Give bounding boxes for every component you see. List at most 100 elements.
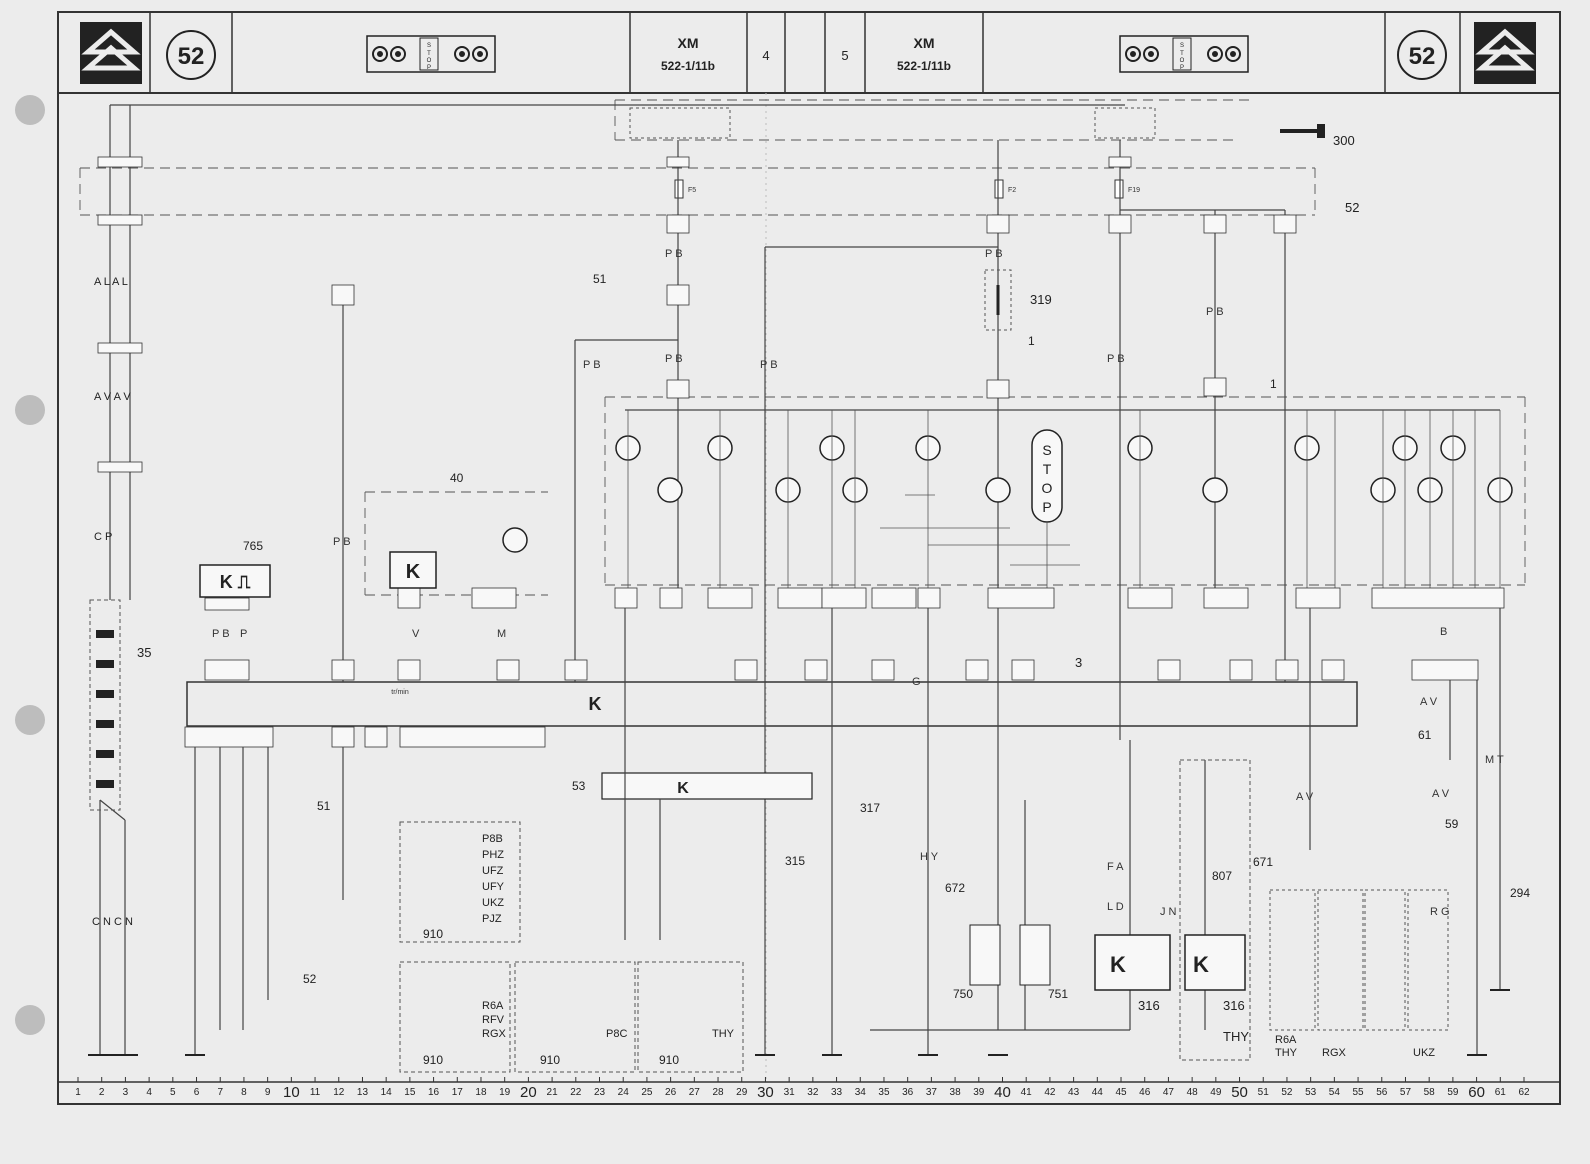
grid-number: 57	[1400, 1087, 1412, 1098]
grid-number: 22	[570, 1087, 582, 1098]
fuse-f19-label: F19	[1128, 187, 1140, 194]
rheostat-910-label-2: 910	[423, 1053, 443, 1067]
wire-code-label: M	[497, 628, 506, 640]
variant-rgx-label: RGX	[1322, 1047, 1347, 1059]
variant-r6a-label: R6A	[1275, 1034, 1297, 1046]
grid-number: 17	[452, 1087, 464, 1098]
grid-number: 48	[1187, 1087, 1199, 1098]
grid-number: 44	[1092, 1087, 1104, 1098]
stop-lamp-text-right-2: T	[1180, 51, 1184, 57]
module-53-text: K	[677, 780, 689, 797]
grid-number: 56	[1376, 1087, 1388, 1098]
left-connectors	[97, 156, 143, 473]
component-316-label-right: 316	[1223, 998, 1245, 1013]
thy-label-right: THY	[1223, 1029, 1249, 1044]
grid-number: 8	[241, 1087, 247, 1098]
wire-code-label: F A	[1107, 861, 1124, 873]
grid-number: 23	[594, 1087, 606, 1098]
wire-code-label: R G	[1430, 906, 1450, 918]
grid-number: 38	[950, 1087, 962, 1098]
component-750-label: 750	[953, 987, 973, 1001]
variant-rfv-910: RFV	[482, 1014, 505, 1026]
stop-lamp-text-right-3: O	[1180, 58, 1185, 64]
grid-number: 19	[499, 1087, 511, 1098]
component-807-label: 807	[1212, 869, 1232, 883]
stop-lamp-text-left-3: O	[427, 58, 432, 64]
grid-number: 24	[618, 1087, 630, 1098]
grid-number: 39	[973, 1087, 985, 1098]
wire-code-label: B	[1440, 626, 1447, 638]
label-1-right: 1	[1270, 377, 1277, 391]
grid-number: 31	[784, 1087, 796, 1098]
module-316-right-text: K	[1193, 952, 1209, 977]
grid-number: 30	[757, 1084, 774, 1101]
grid-number: 5	[170, 1087, 176, 1098]
connector-bar-label: K	[589, 694, 602, 714]
lower-wires	[194, 608, 1501, 1055]
grid-number: 58	[1424, 1087, 1436, 1098]
variant-p8c-910: P8C	[606, 1028, 627, 1040]
grid-number: 45	[1115, 1087, 1127, 1098]
option-frame-807	[1179, 759, 1251, 1061]
page-number-badge-left	[166, 30, 216, 80]
wire-code-label: L D	[1107, 901, 1124, 913]
wire-code-label: P	[240, 628, 247, 640]
grid-number: 10	[283, 1084, 300, 1101]
label-51-low: 51	[317, 799, 331, 813]
grid-number: 62	[1518, 1087, 1530, 1098]
variant-list-6: PJZ	[482, 913, 502, 925]
grid-number: 9	[265, 1087, 271, 1098]
wire-code-al: A L A L	[94, 276, 128, 288]
rheostat-910-label-1: 910	[423, 927, 443, 941]
wire-code-label: P B	[985, 248, 1003, 260]
brand-logo-right	[1474, 22, 1536, 84]
label-1-top: 1	[1028, 334, 1035, 348]
page-number-left: 52	[178, 43, 205, 70]
module-40-box	[389, 551, 437, 589]
stop-lamp-text-left-2: T	[427, 51, 431, 57]
wire-code-av: A V A V	[94, 391, 131, 403]
wire-code-label: G	[912, 676, 921, 688]
page-number-badge-right	[1397, 30, 1447, 80]
model-left: XM	[678, 35, 699, 51]
component-315-label: 315	[785, 854, 805, 868]
label-51-top: 51	[593, 272, 607, 286]
stop-lamp-letter-t: T	[1043, 461, 1052, 477]
stop-lamp-letter-s: S	[1042, 442, 1051, 458]
module-316-left-text: K	[1110, 952, 1126, 977]
grid-number: 21	[547, 1087, 559, 1098]
height-sensors	[969, 889, 1449, 1031]
fuses	[674, 179, 1124, 199]
wire-code-label: P B	[212, 628, 230, 640]
outer-frame	[57, 11, 1561, 1105]
wire-code-label: M T	[1485, 754, 1504, 766]
grid-number: 41	[1021, 1087, 1033, 1098]
wire-code-label: P B	[583, 359, 601, 371]
variant-list-3: UFZ	[482, 865, 504, 877]
grid-number: 54	[1329, 1087, 1341, 1098]
page-number-right: 52	[1409, 43, 1436, 70]
grid-number: 34	[855, 1087, 867, 1098]
ground-symbols	[88, 989, 1510, 1056]
grid-number: 52	[1281, 1087, 1293, 1098]
grid-number: 60	[1468, 1084, 1485, 1101]
wire-code-label: A V	[1420, 696, 1438, 708]
grid-number: 51	[1258, 1087, 1270, 1098]
punch-holes	[15, 95, 45, 1035]
grid-number: 20	[520, 1084, 537, 1101]
grid-number: 35	[878, 1087, 890, 1098]
grid-number: 42	[1044, 1087, 1056, 1098]
component-751-label: 751	[1048, 987, 1068, 1001]
grid-number: 49	[1210, 1087, 1222, 1098]
washer-level-icon	[1202, 477, 1228, 503]
variant-rgx-910: RGX	[482, 1028, 507, 1040]
brand-logo-left	[80, 22, 142, 84]
component-671-label: 671	[1253, 855, 1273, 869]
wire-code-label: A V	[1296, 791, 1314, 803]
grid-number: 61	[1495, 1087, 1507, 1098]
stop-lamp-letter-o: O	[1042, 480, 1053, 496]
wire-code-label: J N	[1160, 906, 1177, 918]
component-765-label: 765	[243, 539, 263, 553]
